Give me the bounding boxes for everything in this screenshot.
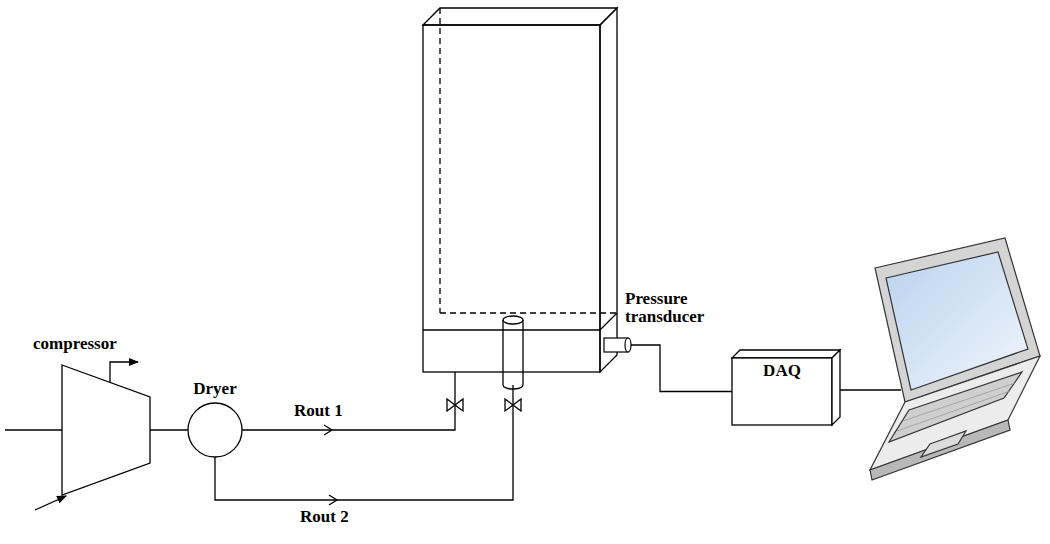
valve-symbol <box>447 399 463 411</box>
flow-chevron <box>329 495 337 505</box>
route-label: Rout 1 <box>294 402 343 420</box>
tank-side <box>600 8 617 372</box>
compressor-symbol-outline <box>20 333 155 498</box>
tank-front <box>423 25 600 372</box>
connector-wire <box>628 345 732 392</box>
node-label: compressor <box>33 335 117 353</box>
inlet-line <box>5 429 62 430</box>
inlet-tube <box>522 320 523 385</box>
hidden-edge <box>439 8 440 313</box>
tank-base-line <box>423 329 600 330</box>
daq-box-outline <box>730 348 844 428</box>
node-label: Dryer <box>180 380 250 398</box>
dryer-symbol: Dryer <box>180 378 252 460</box>
route-pipe <box>242 372 455 430</box>
node-label: DAQ <box>732 362 832 380</box>
valve-symbol <box>505 399 521 411</box>
tank-base-line <box>600 313 617 330</box>
hidden-edge <box>440 312 617 313</box>
connector-wire <box>150 429 188 430</box>
node-label: Pressure transducer <box>625 290 723 326</box>
route-pipe <box>215 385 513 500</box>
inlet-tube <box>502 320 503 385</box>
outlet-arrow <box>110 362 138 382</box>
inlet-arrow <box>35 496 66 510</box>
laptop-icon <box>870 238 1040 480</box>
daq-box: DAQ <box>730 348 844 428</box>
signal-cable <box>840 389 901 390</box>
inlet-tube-top <box>503 316 523 324</box>
compressor-symbol: compressor <box>20 333 155 498</box>
pressure-transducer: Pressure transducer <box>600 290 725 354</box>
route-label: Rout 2 <box>300 508 349 526</box>
flow-chevron <box>324 425 332 435</box>
tank-top <box>423 8 617 25</box>
